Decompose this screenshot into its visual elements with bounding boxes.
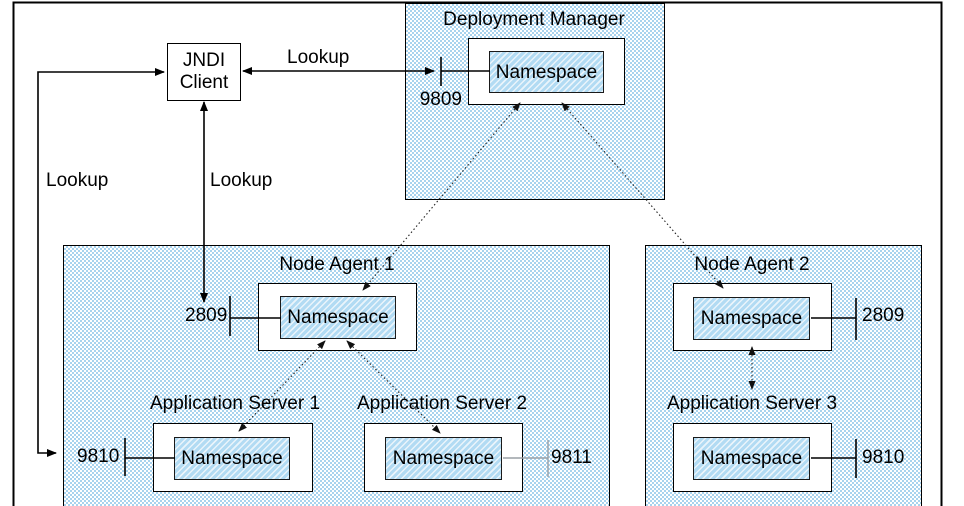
jndi-client-label-line2: Client	[179, 72, 229, 93]
jndi-client-box: JNDI Client	[167, 43, 241, 101]
application-server-2-namespace: Namespace	[385, 437, 502, 480]
deployment-manager-namespace: Namespace	[489, 51, 604, 93]
lookup-label-top: Lookup	[287, 47, 350, 68]
node-agent-1-namespace: Namespace	[280, 296, 396, 339]
node-agent-2-namespace: Namespace	[693, 297, 810, 340]
application-server-2-title: Application Server 2	[356, 393, 528, 414]
application-server-1-title: Application Server 1	[149, 393, 321, 414]
application-server-2-port-label: 9811	[551, 447, 592, 468]
application-server-1-port-label: 9810	[77, 446, 120, 467]
application-server-1-namespace: Namespace	[174, 437, 290, 480]
node-agent-2-title: Node Agent 2	[694, 254, 810, 275]
node-agent-2-port-label: 2809	[862, 305, 905, 326]
jndi-client-label-line1: JNDI	[182, 50, 226, 71]
application-server-3-title: Application Server 3	[666, 393, 838, 414]
node-agent-1-title: Node Agent 1	[279, 254, 395, 275]
deployment-manager-title: Deployment Manager	[443, 9, 625, 30]
application-server-3-namespace: Namespace	[693, 437, 810, 480]
application-server-3-port-label: 9810	[862, 447, 905, 468]
deployment-manager-port-label: 9809	[419, 89, 462, 110]
lookup-label-middle: Lookup	[210, 170, 273, 191]
lookup-label-left: Lookup	[46, 170, 109, 191]
node-agent-1-port-label: 2809	[185, 305, 228, 326]
